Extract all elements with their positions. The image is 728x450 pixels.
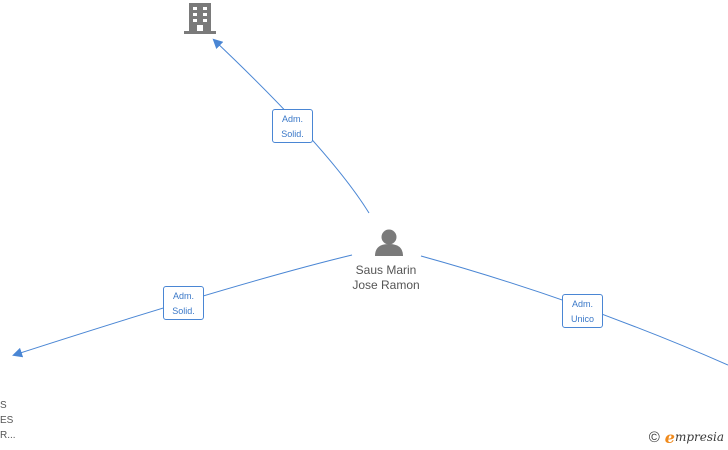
edge-label-adm-solid-top[interactable]: Adm. Solid. [272,109,313,143]
brand-name: mpresia [674,430,724,444]
copyright-icon: © [648,428,660,446]
person-name[interactable]: Saus Marin Jose Ramon [352,263,420,292]
edge-label-adm-solid-left[interactable]: Adm. Solid. [163,286,204,320]
building-icon[interactable] [184,3,216,34]
edge-label-adm-unico-right[interactable]: Adm. Unico [562,294,603,328]
edge-to-bottom-left-company[interactable] [12,254,353,358]
brand-first-letter: e [664,427,675,447]
company-name-bottom-left[interactable]: S ES R... [0,400,16,441]
empresia-logo[interactable]: © e mpresia [648,427,724,447]
person-icon[interactable] [375,229,403,257]
